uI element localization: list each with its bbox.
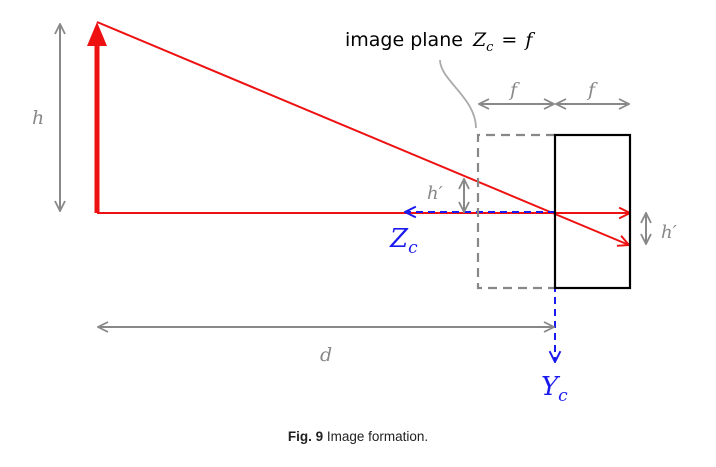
- h-prime-right-label: h′: [661, 222, 677, 243]
- virtual-image-plane: [476, 133, 555, 290]
- chief-ray: [96, 21, 629, 245]
- zc-axis-label: Zc: [389, 224, 418, 258]
- f-right-label: f: [586, 79, 598, 101]
- yc-axis-label: Yc: [541, 372, 568, 406]
- figure-caption: Fig. 9 Image formation.: [0, 429, 716, 444]
- figure-number: Fig. 9: [287, 429, 324, 444]
- object-arrow-head: [87, 22, 107, 46]
- image-plane-leader: [439, 59, 477, 129]
- h-label: h: [32, 107, 44, 129]
- camera-box: [553, 133, 632, 290]
- d-label: d: [320, 344, 332, 366]
- h-prime-left-label: h′: [427, 183, 443, 204]
- figure-caption-text: Image formation.: [326, 429, 429, 444]
- image-plane-label: image plane Zc=f: [345, 29, 535, 55]
- f-left-label: f: [508, 79, 520, 101]
